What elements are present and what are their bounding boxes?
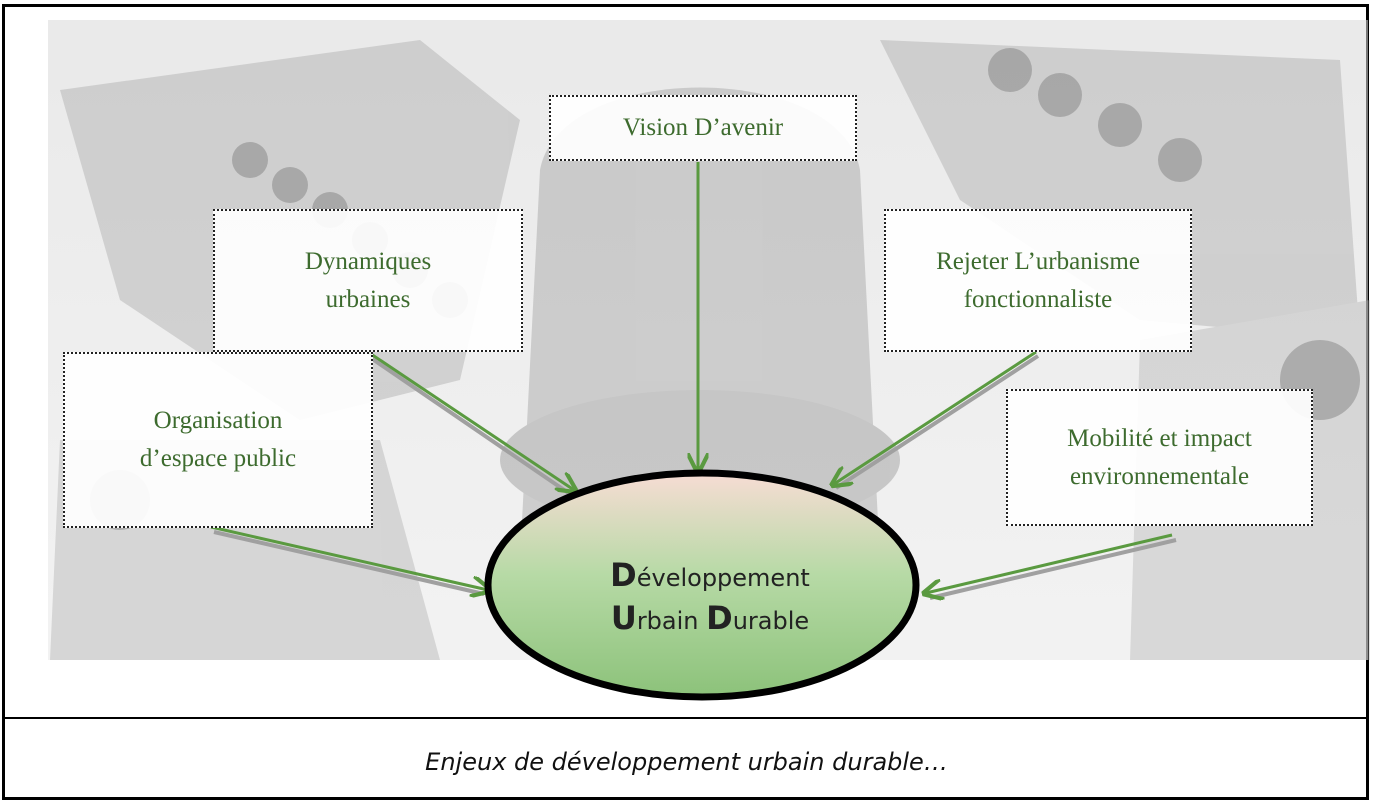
center-line1-rest: éveloppement bbox=[636, 564, 810, 592]
center-ellipse bbox=[484, 469, 920, 701]
center-line2-rest2: urable bbox=[732, 607, 810, 635]
node-rejeter-line1: Rejeter L’urbanisme bbox=[936, 247, 1140, 275]
node-mobilite-line1: Mobilité et impact bbox=[1067, 424, 1252, 452]
center-line2-rest1: rbain bbox=[636, 607, 707, 635]
node-mobilite: Mobilité et impact environnementale bbox=[1006, 389, 1313, 526]
node-organisation: Organisation d’espace public bbox=[63, 352, 373, 528]
node-mobilite-line2: environnementale bbox=[1069, 462, 1250, 490]
arrow-mobilite bbox=[926, 533, 1173, 593]
center-label: Développement Urbain Durable bbox=[490, 555, 930, 641]
node-organisation-line1: Organisation bbox=[153, 407, 283, 434]
node-rejeter: Rejeter L’urbanisme fonctionnaliste bbox=[884, 209, 1192, 352]
caption-divider bbox=[2, 717, 1369, 719]
node-vision: Vision D’avenir bbox=[549, 95, 857, 161]
center-line2-initial1: U bbox=[610, 599, 637, 637]
node-dynamiques-line2: urbaines bbox=[325, 285, 411, 313]
center-line1: Développement bbox=[490, 555, 930, 598]
node-dynamiques-line1: Dynamiques bbox=[304, 247, 432, 275]
arrow-rejeter bbox=[834, 350, 1037, 484]
node-vision-line: Vision D’avenir bbox=[622, 114, 784, 141]
center-line2-initial2: D bbox=[706, 599, 733, 637]
node-rejeter-line2: fonctionnaliste bbox=[963, 285, 1113, 313]
center-line2: Urbain Durable bbox=[490, 598, 930, 641]
arrow-dynamiques bbox=[367, 350, 574, 490]
center-line1-initial: D bbox=[610, 556, 637, 594]
arrow-organisation bbox=[210, 525, 488, 590]
arrows bbox=[210, 162, 1177, 598]
node-organisation-line2: d’espace public bbox=[139, 445, 297, 472]
figure-caption: Enjeux de développement urbain durable… bbox=[425, 748, 948, 776]
node-dynamiques: Dynamiques urbaines bbox=[213, 209, 523, 352]
